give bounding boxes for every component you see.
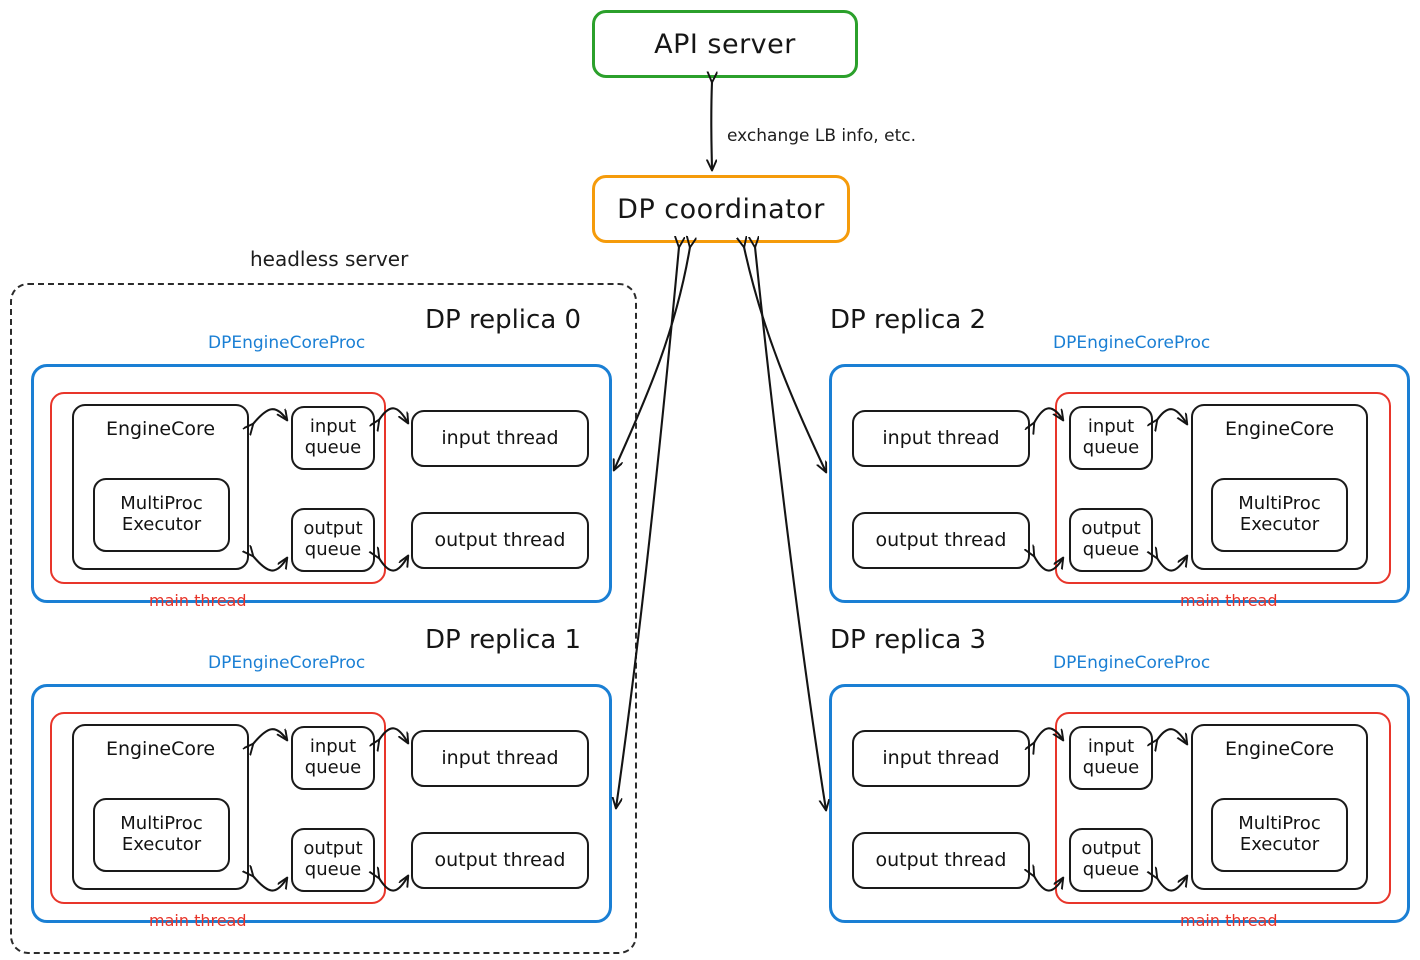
- output-thread-2[interactable]: output thread: [852, 512, 1030, 569]
- input-thread-3[interactable]: input thread: [852, 730, 1030, 787]
- main-thread-label-3: main thread: [1180, 911, 1278, 930]
- main-thread-label-2: main thread: [1180, 591, 1278, 610]
- engine-core-label-2: EngineCore: [1224, 418, 1335, 440]
- dp-coordinator-label: DP coordinator: [617, 193, 825, 225]
- api-server-node[interactable]: API server: [592, 10, 858, 78]
- replica-title-1: DP replica 1: [425, 625, 582, 655]
- input-thread-2[interactable]: input thread: [852, 410, 1030, 467]
- dp-coordinator-node[interactable]: DP coordinator: [592, 175, 850, 243]
- api-server-label: API server: [654, 28, 796, 60]
- engine-core-label-1: EngineCore: [105, 738, 216, 760]
- main-thread-label-1: main thread: [149, 911, 247, 930]
- arrow-coordinator-replica-3: [755, 247, 826, 810]
- exchange-edge-label: exchange LB info, etc.: [727, 126, 916, 146]
- proc-label-3: DPEngineCoreProc: [1053, 653, 1211, 673]
- main-thread-boundary-2: [1055, 392, 1391, 584]
- replica-title-2: DP replica 2: [830, 305, 987, 335]
- main-thread-boundary-1: [50, 712, 386, 904]
- engine-core-label-3: EngineCore: [1224, 738, 1335, 760]
- proc-label-0: DPEngineCoreProc: [208, 333, 366, 353]
- engine-core-label-0: EngineCore: [105, 418, 216, 440]
- proc-label-2: DPEngineCoreProc: [1053, 333, 1211, 353]
- headless-server-label: headless server: [250, 247, 409, 271]
- output-thread-3[interactable]: output thread: [852, 832, 1030, 889]
- output-thread-0[interactable]: output thread: [411, 512, 589, 569]
- replica-title-3: DP replica 3: [830, 625, 987, 655]
- replica-title-0: DP replica 0: [425, 305, 582, 335]
- proc-label-1: DPEngineCoreProc: [208, 653, 366, 673]
- output-thread-1[interactable]: output thread: [411, 832, 589, 889]
- main-thread-boundary-0: [50, 392, 386, 584]
- arrow-api-coordinator: [711, 82, 712, 170]
- arrow-coordinator-replica-2: [744, 247, 826, 472]
- input-thread-0[interactable]: input thread: [411, 410, 589, 467]
- input-thread-1[interactable]: input thread: [411, 730, 589, 787]
- main-thread-label-0: main thread: [149, 591, 247, 610]
- main-thread-boundary-3: [1055, 712, 1391, 904]
